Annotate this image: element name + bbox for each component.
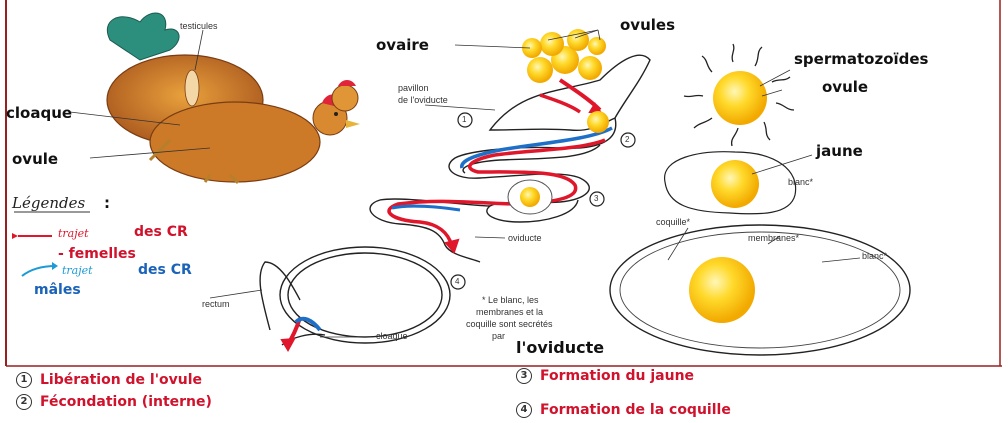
- legend-male-word: trajet: [62, 265, 93, 276]
- label-ovules: ovules: [620, 18, 675, 33]
- note-line-2: membranes et la: [476, 308, 543, 317]
- step-2-label: Fécondation (interne): [40, 394, 212, 410]
- step-4-number: 4: [516, 402, 532, 418]
- step-2-number: 2: [16, 394, 32, 410]
- note-line-1: * Le blanc, les: [482, 296, 539, 305]
- hens-illustration: [70, 13, 360, 183]
- label-oviducte-small: oviducte: [508, 234, 542, 243]
- oviduct-illustration: [210, 29, 650, 350]
- step-3-number: 3: [516, 368, 532, 384]
- step-1-label: Libération de l'ovule: [40, 372, 202, 388]
- step-1: 1 Libération de l'ovule: [16, 372, 202, 388]
- label-blanc-2: blanc*: [862, 252, 887, 261]
- legend-male-text: des CR: [138, 263, 192, 277]
- label-cloaque-small: cloaque: [376, 332, 408, 341]
- note-line-4: par: [492, 332, 505, 341]
- step-marker-1: 1: [462, 116, 466, 124]
- label-blanc-1: blanc*: [788, 178, 813, 187]
- legend-male-text2: mâles: [34, 283, 81, 297]
- label-ovaire: ovaire: [376, 38, 429, 53]
- legend-title: Légendes: [12, 196, 85, 211]
- label-pavillon: pavillon: [398, 84, 429, 93]
- step-4-label: Formation de la coquille: [540, 402, 731, 418]
- step-2: 2 Fécondation (interne): [16, 394, 212, 410]
- note-line-3: coquille sont secrétés: [466, 320, 553, 329]
- label-cloaque: cloaque: [6, 106, 72, 121]
- label-rectum: rectum: [202, 300, 230, 309]
- label-membranes: membranes*: [748, 234, 799, 243]
- legend-female-word: trajet: [58, 228, 89, 239]
- label-spermatozoides: spermatozoïdes: [794, 52, 928, 67]
- label-jaune: jaune: [816, 144, 863, 159]
- step-marker-2: 2: [625, 136, 629, 144]
- label-coquille: coquille*: [656, 218, 690, 227]
- step-3: 3 Formation du jaune: [516, 368, 694, 384]
- legend-female-text2: - femelles: [58, 247, 136, 261]
- label-ovule-egg: ovule: [822, 80, 868, 95]
- step-marker-4: 4: [455, 278, 459, 286]
- label-ovule-hen: ovule: [12, 152, 58, 167]
- step-marker-3: 3: [594, 195, 598, 203]
- label-pavillon-2: de l'oviducte: [398, 96, 448, 105]
- step-1-number: 1: [16, 372, 32, 388]
- step-4: 4 Formation de la coquille: [516, 402, 731, 418]
- label-testicules: testicules: [180, 22, 218, 31]
- step-3-label: Formation du jaune: [540, 368, 694, 384]
- legend-female-text: des CR: [134, 225, 188, 239]
- label-oviducte-big: l'oviducte: [516, 340, 604, 356]
- legend-colon: :: [104, 196, 110, 211]
